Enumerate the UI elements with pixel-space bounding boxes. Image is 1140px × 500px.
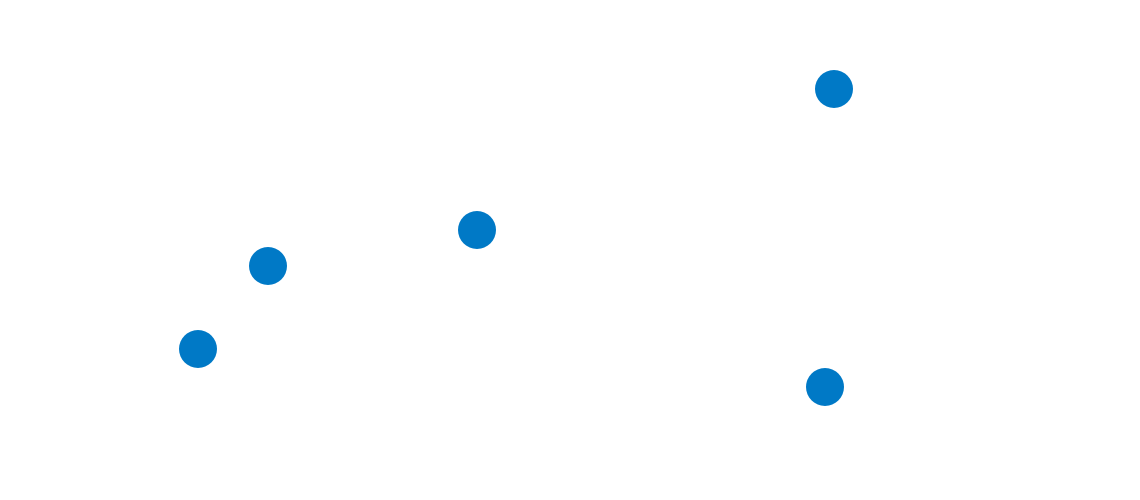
data-point-5 [806, 368, 844, 406]
data-point-3 [458, 211, 496, 249]
scatter-points [179, 70, 853, 406]
data-point-2 [249, 247, 287, 285]
data-point-1 [179, 330, 217, 368]
data-point-4 [815, 70, 853, 108]
